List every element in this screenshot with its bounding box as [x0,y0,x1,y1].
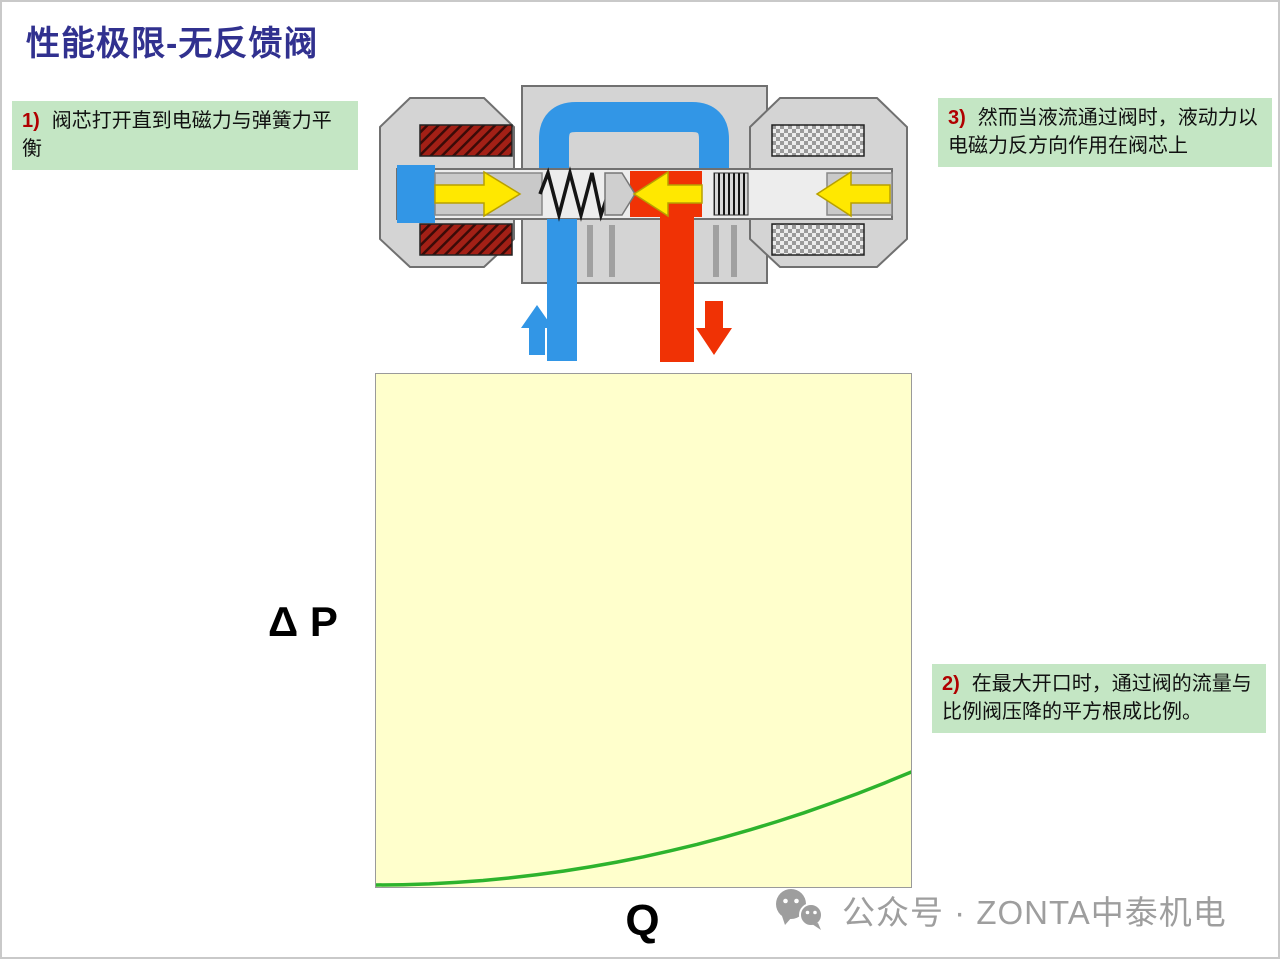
arrow-down-red [696,301,732,355]
armature-checker-right [771,124,865,256]
watermark: 公众号 · ZONTA中泰机电 [774,886,1227,934]
blue-chamber-left [397,165,435,223]
chart-xlabel: Q [625,896,660,945]
arrow-right-yellow [434,170,522,218]
note-2: 2)在最大开口时，通过阀的流量与比例阀压降的平方根成比例。 [932,664,1266,734]
spring [538,166,610,222]
note-3-text: 然而当液流通过阀时，液动力以电磁力反方向作用在阀芯上 [948,107,1258,157]
note-1-text: 阀芯打开直到电磁力与弹簧力平衡 [22,110,332,160]
metering-edge-hatch [713,172,749,216]
note-3-number: 3) [948,107,966,129]
watermark-text: 公众号 · ZONTA中泰机电 [842,894,1227,931]
note-1-number: 1) [22,110,40,132]
body-slots [587,225,737,277]
valve-svg [379,85,908,362]
note-2-number: 2) [942,673,960,695]
spool-land [604,172,636,216]
note-1: 1)阀芯打开直到电磁力与弹簧力平衡 [12,101,358,171]
blue-flow-arch [539,102,729,173]
wechat-icon [776,889,823,930]
arrow-left-center-yellow [632,170,703,218]
flow-arrows [434,170,891,218]
note-2-text: 在最大开口时，通过阀的流量与比例阀压降的平方根成比例。 [942,673,1252,723]
valve-diagram [372,77,912,372]
dp-q-curve [376,770,911,887]
solenoid-coil-left [419,124,513,256]
note-3: 3)然而当液流通过阀时，液动力以电磁力反方向作用在阀芯上 [938,98,1272,168]
chart-ylabel: Δ P [268,598,338,645]
arrow-up-blue [521,305,553,355]
dp-q-chart [375,373,912,888]
arrow-left-right-yellow [815,170,891,218]
dp-q-curve-svg [376,770,911,887]
page-title: 性能极限-无反馈阀 [26,25,319,63]
